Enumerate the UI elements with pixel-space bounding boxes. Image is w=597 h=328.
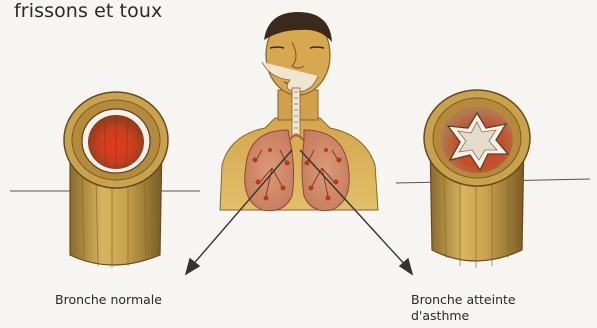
human-torso-figure: [220, 12, 378, 211]
page-title: frissons et toux: [14, 0, 162, 22]
label-normal-bronchus: Bronche normale: [55, 292, 162, 308]
label-asthma-line1: Bronche atteinte: [411, 292, 516, 308]
normal-bronchus: [64, 92, 168, 268]
label-asthma-line2: d'asthme: [411, 308, 516, 324]
arrowhead-left: [186, 259, 199, 274]
label-asthma-bronchus: Bronche atteinte d'asthme: [411, 292, 516, 324]
asthma-bronchus: [424, 90, 530, 268]
